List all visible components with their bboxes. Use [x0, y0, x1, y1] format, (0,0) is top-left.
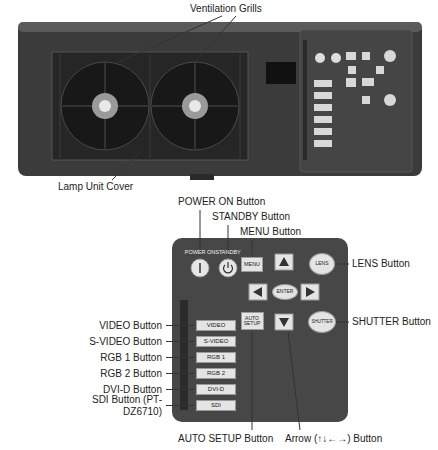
part-label: SHUTTER Button [352, 316, 431, 328]
shutter-button: SHUTTER [308, 311, 336, 333]
button-text: VIDEO [207, 322, 226, 328]
input-button: S-VIDEO [196, 336, 236, 347]
part-label: AUTO SETUP Button [178, 433, 273, 445]
input-button: RGB 2 [196, 368, 236, 379]
input-button: DVI-D [196, 384, 236, 395]
panel-marking: STANDBY [215, 249, 241, 256]
input-button: SDI [196, 400, 236, 411]
part-label: RGB 1 Button [100, 352, 162, 364]
button-text: AUTO SETUP [242, 316, 262, 327]
button-text: LENS [315, 261, 328, 266]
part-label: SDI Button (PT-DZ6710) [90, 394, 162, 418]
input-button: VIDEO [196, 320, 236, 331]
button-text: RGB 2 [207, 370, 225, 376]
part-label: Ventilation Grills [190, 3, 262, 15]
lens-button: LENS [309, 253, 335, 275]
button-text: SDI [211, 402, 221, 408]
button-text: MENU [244, 262, 260, 268]
auto-setup-button: AUTO SETUP [241, 312, 264, 330]
enter-button: ENTER [272, 284, 298, 300]
menu-button: MENU [241, 257, 263, 272]
button-text: S-VIDEO [204, 338, 229, 344]
part-label: Lamp Unit Cover [58, 181, 133, 193]
button-text: SHUTTER [311, 320, 332, 325]
part-label: VIDEO Button [99, 320, 162, 332]
button-text: ENTER [277, 289, 294, 294]
panel-marking: POWER ON [185, 249, 216, 256]
part-label: POWER ON Button [178, 196, 265, 208]
part-label: LENS Button [352, 258, 410, 270]
part-label: MENU Button [240, 226, 301, 238]
button-text: DVI-D [208, 386, 224, 392]
button-text: RGB 1 [207, 354, 225, 360]
part-label: STANDBY Button [212, 211, 290, 223]
part-label: S-VIDEO Button [89, 336, 162, 348]
part-label: Arrow (↑↓←→) Button [285, 433, 382, 445]
input-button: RGB 1 [196, 352, 236, 363]
part-label: RGB 2 Button [100, 368, 162, 380]
